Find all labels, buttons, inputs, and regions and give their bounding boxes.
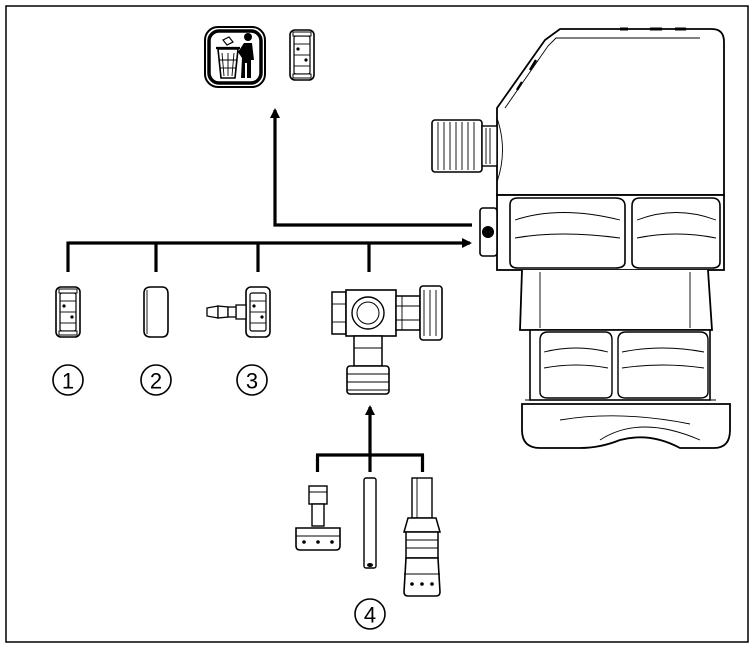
callout-1: 1 xyxy=(52,364,84,396)
callout-2-label: 2 xyxy=(150,369,162,394)
accessory-1-blanking-plug xyxy=(55,286,81,338)
callout-3: 3 xyxy=(236,364,268,396)
accessory-4-t-adapter xyxy=(331,285,443,395)
callout-3-label: 3 xyxy=(246,369,258,394)
accessory-4-tube xyxy=(363,477,377,569)
accessory-3-hose-nipple-plug xyxy=(206,286,271,338)
callout-4-label: 4 xyxy=(364,603,376,628)
accessory-2-protective-cap xyxy=(143,286,169,338)
trash-bin-person-icon xyxy=(204,26,266,88)
accessory-4-plug-with-nipple xyxy=(295,485,341,551)
blanking-plug-disposal xyxy=(289,29,315,81)
callout-1-label: 1 xyxy=(62,369,74,394)
callout-2: 2 xyxy=(140,364,172,396)
connection-lines xyxy=(66,108,472,472)
sensor-device xyxy=(431,27,731,449)
callout-4: 4 xyxy=(354,598,386,630)
accessory-4-connector-with-cable xyxy=(403,477,441,597)
